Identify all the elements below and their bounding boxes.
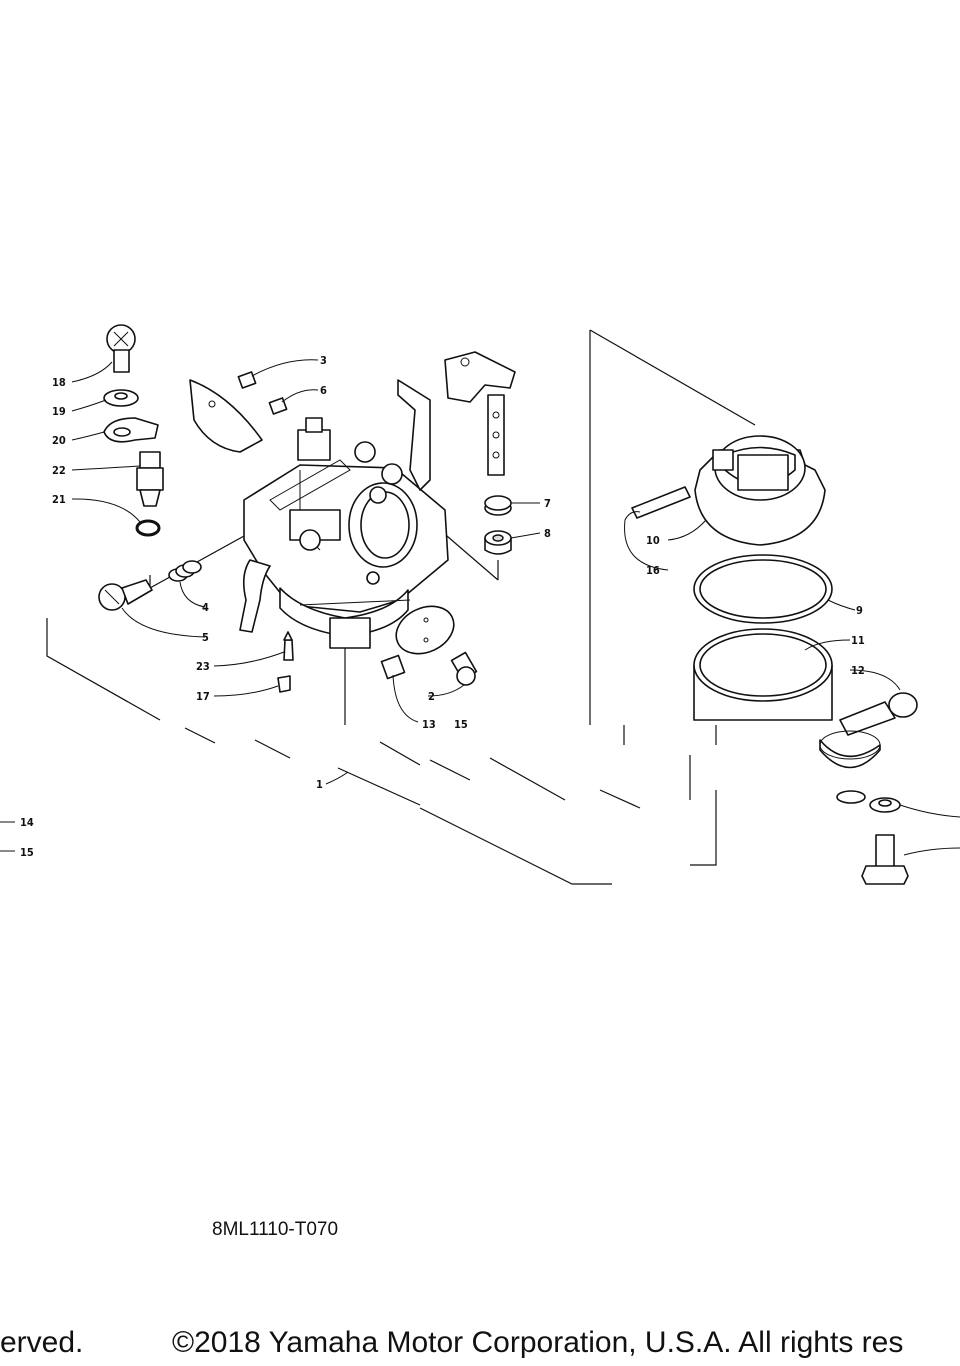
- copyright-notice: ©2018 Yamaha Motor Corporation, U.S.A. A…: [172, 1326, 904, 1359]
- part-throttle-shaft: [444, 351, 516, 476]
- callout-22: 22: [52, 464, 66, 477]
- callout-labels: 18 19 20 22 21 4 5 23 17 3 6 7 8 10 16 9…: [20, 354, 865, 859]
- callout-14: 14: [20, 816, 34, 829]
- callout-20: 20: [52, 434, 66, 447]
- callout-4: 4: [202, 601, 209, 614]
- part-5-screw: [98, 579, 153, 611]
- callout-9: 9: [856, 604, 863, 617]
- copyright-left-fragment: erved.: [0, 1326, 84, 1359]
- part-7-washer: [484, 495, 512, 516]
- part-10-float-top: [694, 435, 826, 546]
- callout-5: 5: [202, 631, 209, 644]
- callout-1: 1: [316, 778, 323, 791]
- callout-19: 19: [52, 405, 66, 418]
- drawing-code: 8ML1110-T070: [212, 1219, 339, 1240]
- part-23-needle: [283, 631, 294, 661]
- part-19-washer: [103, 389, 139, 407]
- callout-15: 15: [20, 846, 34, 859]
- part-18-screw: [106, 324, 136, 373]
- part-4-spring: [168, 560, 202, 582]
- callout-18: 18: [52, 376, 66, 389]
- part-throttle-disc: [395, 605, 455, 655]
- callout-17: 17: [196, 690, 210, 703]
- part-12-screw: [839, 692, 918, 736]
- callout-13: 13: [422, 718, 436, 731]
- callout-11: 11: [851, 634, 865, 647]
- callout-21: 21: [52, 493, 66, 506]
- part-9-ring: [693, 554, 833, 624]
- callout-2: 2: [428, 690, 435, 703]
- callout-6: 6: [320, 384, 327, 397]
- callout-8: 8: [544, 527, 551, 540]
- part-16-pin: [631, 486, 691, 519]
- carburetor-body: [239, 417, 449, 649]
- part-11-float-bowl: [693, 628, 833, 721]
- part-bowl-bottom: [819, 730, 881, 804]
- callout-16: 16: [646, 564, 660, 577]
- callout-12: 12: [851, 664, 865, 677]
- leader-lines: [0, 359, 960, 856]
- part-21-o-ring: [135, 519, 161, 537]
- callout-10: 10: [646, 534, 660, 547]
- part-14-washer: [869, 797, 901, 813]
- callout-7: 7: [544, 497, 551, 510]
- part-2-screw: [450, 651, 478, 686]
- part-gasket-plate: [189, 379, 263, 453]
- part-13-screw: [380, 654, 406, 680]
- part-15-drain-plug: [861, 834, 909, 885]
- part-22-jet: [136, 451, 164, 507]
- callout-3: 3: [320, 354, 327, 367]
- part-3-screw: [237, 371, 257, 389]
- part-8-bushing: [484, 530, 512, 555]
- part-20-plate: [103, 417, 159, 443]
- assembly-boundary-lines: [46, 329, 756, 885]
- part-bracket-arm: [397, 379, 431, 491]
- part-17-clip: [277, 675, 291, 693]
- callout-15b: 15: [454, 718, 468, 731]
- callout-23: 23: [196, 660, 210, 673]
